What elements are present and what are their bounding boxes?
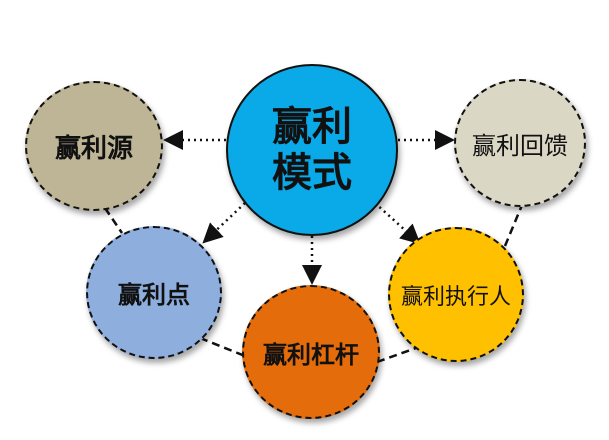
center-label-line1: 赢利 — [272, 104, 352, 150]
center-node-profit-model: 赢利 模式 — [226, 64, 398, 236]
node-profit-source-label: 赢利源 — [54, 133, 133, 164]
center-label-line2: 模式 — [272, 150, 352, 196]
link-source-point — [103, 207, 124, 234]
node-profit-point-label: 赢利点 — [118, 281, 190, 309]
arrow-to-point — [202, 202, 246, 244]
node-profit-lever-label: 赢利杠杆 — [263, 340, 359, 369]
node-profit-feedback-label: 赢利回馈 — [472, 131, 568, 160]
node-profit-source: 赢利源 — [25, 81, 163, 211]
node-profit-point: 赢利点 — [86, 226, 222, 359]
node-profit-feedback: 赢利回馈 — [454, 79, 586, 207]
link-lever-executor — [376, 346, 417, 364]
arrow-to-executor — [374, 202, 421, 245]
link-executor-feedback — [503, 204, 524, 247]
node-profit-executor: 赢利执行人 — [388, 227, 524, 362]
link-point-lever — [199, 336, 246, 358]
node-profit-lever: 赢利杠杆 — [242, 285, 380, 419]
node-profit-executor-label: 赢利执行人 — [400, 284, 511, 310]
